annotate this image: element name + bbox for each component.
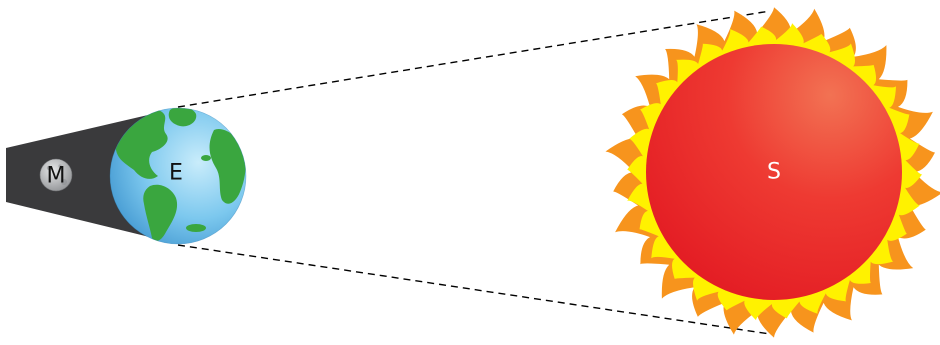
- sun-label: S: [767, 160, 781, 185]
- earth-label: E: [169, 161, 183, 186]
- sun: S: [606, 7, 940, 337]
- earth: E: [110, 107, 246, 244]
- moon: M: [40, 159, 72, 191]
- moon-label: M: [47, 164, 66, 189]
